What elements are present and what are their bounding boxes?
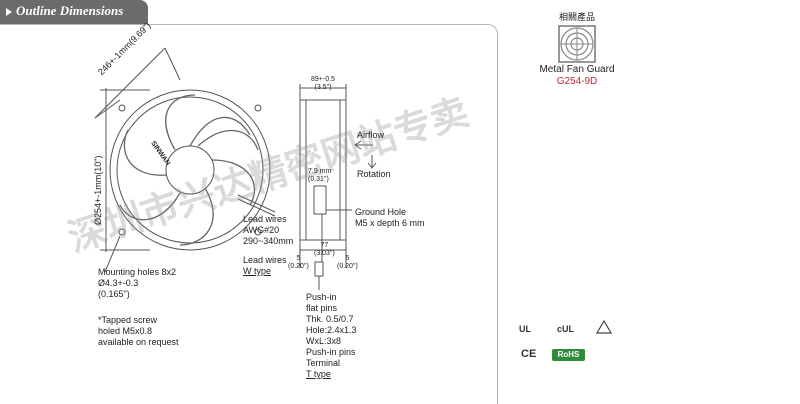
mount-hole — [118, 228, 126, 236]
terminal-icon — [314, 261, 324, 277]
dim-diameter-label: Ø254+-1mm(10") — [93, 155, 103, 225]
lead-wire — [237, 198, 276, 217]
tapped-screw-note: *Tapped screw holed M5x0.8 available on … — [98, 315, 179, 347]
fan-frame-inner — [116, 96, 264, 244]
related-product[interactable]: 相關產品 Metal Fan Guard G254-9D — [527, 12, 627, 92]
t-type-spec: Push-in flat pins Thk. 0.5/0.7 Hole:2.4x… — [306, 292, 357, 379]
lead-wire — [237, 194, 276, 213]
side-frame-right — [339, 99, 347, 241]
fan-guard-icon — [558, 25, 596, 63]
fan-blades — [119, 94, 259, 246]
left-dim-label: 5 (0.20") — [288, 255, 309, 270]
gap-dim-label: 7.9 mm (0.31") — [308, 168, 332, 183]
fan-frame-outer — [109, 89, 271, 251]
rotation-arrow — [367, 155, 377, 169]
mounting-holes-note: Mounting holes 8x2 Ø4.3+-0.3 (0.165") — [98, 267, 177, 299]
side-frame-left — [299, 99, 307, 241]
ul-logo: UL — [519, 324, 531, 334]
rohs-badge: RoHS — [552, 349, 585, 361]
lead-wires-spec: Lead wires AWG#20 290~340mm — [243, 214, 294, 246]
ground-hole-label: Ground Hole M5 x depth 6 mm — [355, 207, 425, 228]
diagram-frame — [0, 24, 498, 404]
mount-hole — [254, 104, 262, 112]
triangle-icon — [6, 8, 12, 16]
related-model: G254-9D — [556, 76, 598, 87]
mount-hole — [118, 104, 126, 112]
lead-wires-w-type: Lead wires W type — [243, 255, 287, 276]
right-dim-label: 5 (0.20") — [337, 255, 358, 270]
related-name: Metal Fan Guard — [539, 64, 615, 75]
section-title: Outline Dimensions — [16, 3, 124, 18]
airflow-arrow — [354, 140, 373, 150]
width-dim-label: 89+-0.5 (3.5") — [311, 76, 335, 91]
side-hub — [313, 185, 327, 215]
inner-dim-label: 77 (3.03") — [314, 242, 335, 257]
section-header: Outline Dimensions — [0, 0, 148, 24]
ce-logo: CE — [521, 348, 537, 360]
cul-logo: cUL — [557, 324, 575, 334]
tuv-icon — [596, 320, 612, 334]
dim-line-diagonal — [94, 47, 166, 119]
related-heading: 相關產品 — [558, 12, 595, 22]
mount-hole — [254, 228, 262, 236]
rotation-label: Rotation — [357, 169, 391, 179]
airflow-label: Airflow — [357, 130, 385, 140]
